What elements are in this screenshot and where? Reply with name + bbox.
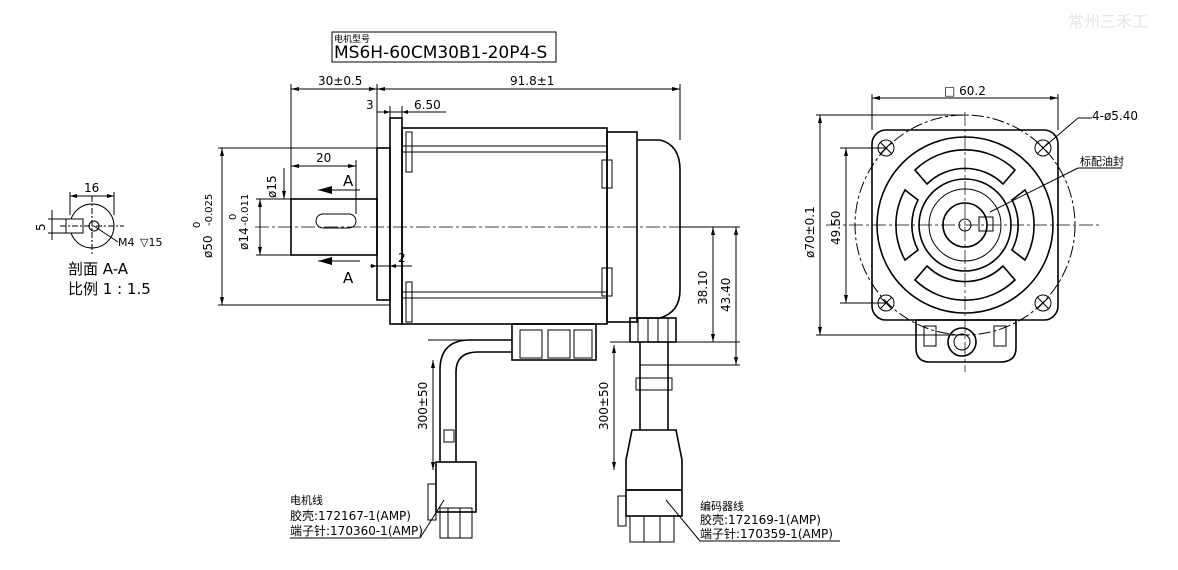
section-dim-width: 16 xyxy=(84,181,99,195)
motor-cable xyxy=(439,339,512,462)
front-view: □ 60.2 4-ø5.40 标配油封 ø70±0.1 49.50 xyxy=(803,84,1138,372)
dim-holes: 4-ø5.40 xyxy=(1092,109,1138,123)
dim-3: 3 xyxy=(366,98,374,112)
section-scale: 比例 1 : 1.5 xyxy=(68,280,151,298)
dim-shaft: ø14 xyxy=(237,227,251,250)
motor-cable-label: 电机线 胶壳:172167-1(AMP) 端子针:170360-1(AMP) xyxy=(290,493,445,539)
encoder-cable-housing: 胶壳:172169-1(AMP) xyxy=(700,512,821,527)
encoder-plug xyxy=(625,429,683,491)
model-value: MS6H-60CM30B1-20P4-S xyxy=(334,43,547,63)
section-mark-top: A xyxy=(343,172,354,190)
motor-cable-title: 电机线 xyxy=(290,493,323,507)
seal-label: 标配油封 xyxy=(1080,154,1124,168)
dim-pilot-tol-upper: 0 xyxy=(192,222,203,228)
dim-square: □ 60.2 xyxy=(944,84,986,98)
flange xyxy=(376,147,391,301)
dim-body-length: 91.8±1 xyxy=(510,74,554,88)
motor-cable-pin: 端子针:170360-1(AMP) xyxy=(290,523,423,538)
dim-4950: 49.50 xyxy=(829,211,843,245)
dim-20: 20 xyxy=(316,151,331,165)
dim-2: 2 xyxy=(398,251,406,265)
dim-15: ø15 xyxy=(265,175,279,198)
encoder-cable-title: 编码器线 xyxy=(700,499,744,513)
mount-holes xyxy=(877,139,1052,312)
dim-4340: 43.40 xyxy=(719,278,733,312)
encoder-connector-block xyxy=(629,317,677,343)
dim-650: 6.50 xyxy=(414,98,441,112)
encoder-cable-label: 编码器线 胶壳:172169-1(AMP) 端子针:170359-1(AMP) xyxy=(665,499,840,542)
section-thread-depth: ▽15 xyxy=(140,236,162,249)
dim-shaft-tol-lower: -0.011 xyxy=(240,194,251,226)
encoder-cable-pin: 端子针:170359-1(AMP) xyxy=(700,526,833,541)
end-cap xyxy=(606,131,638,323)
motor-plug xyxy=(435,461,477,513)
dim-pcd: ø70±0.1 xyxy=(803,206,817,258)
motor-cable-housing: 胶壳:172167-1(AMP) xyxy=(290,508,411,523)
dim-pilot: ø50 xyxy=(201,235,215,258)
dim-3810: 38.10 xyxy=(696,271,710,305)
side-view: 30±0.5 91.8±1 3 6.50 20 ø15 ø14 0 -0.011 xyxy=(192,74,740,543)
power-connector-block xyxy=(511,323,597,361)
section-mark-bottom: A xyxy=(343,269,354,287)
motor-body xyxy=(401,127,608,325)
section-thread: M4 xyxy=(118,236,135,249)
watermark: 常州三禾工 xyxy=(1068,12,1148,31)
model-label: 电机型号 xyxy=(334,33,370,45)
section-view: 16 5 M4 ▽15 剖面 A-A 比例 1 : 1.5 xyxy=(34,181,162,298)
dim-shaft-tol-upper: 0 xyxy=(228,214,239,220)
section-dim-flat: 5 xyxy=(34,223,48,231)
front-shaft xyxy=(942,202,988,248)
front-connector xyxy=(915,319,1017,363)
section-title: 剖面 A-A xyxy=(68,260,129,278)
dim-pilot-tol-lower: -0.025 xyxy=(204,194,215,226)
cable-length-motor: 300±50 xyxy=(416,382,430,430)
cable-length-encoder: 300±50 xyxy=(597,382,611,430)
dim-shaft-length: 30±0.5 xyxy=(318,74,362,88)
model-box: 电机型号 MS6H-60CM30B1-20P4-S xyxy=(331,31,557,63)
front-pilot-circle xyxy=(876,136,1054,314)
